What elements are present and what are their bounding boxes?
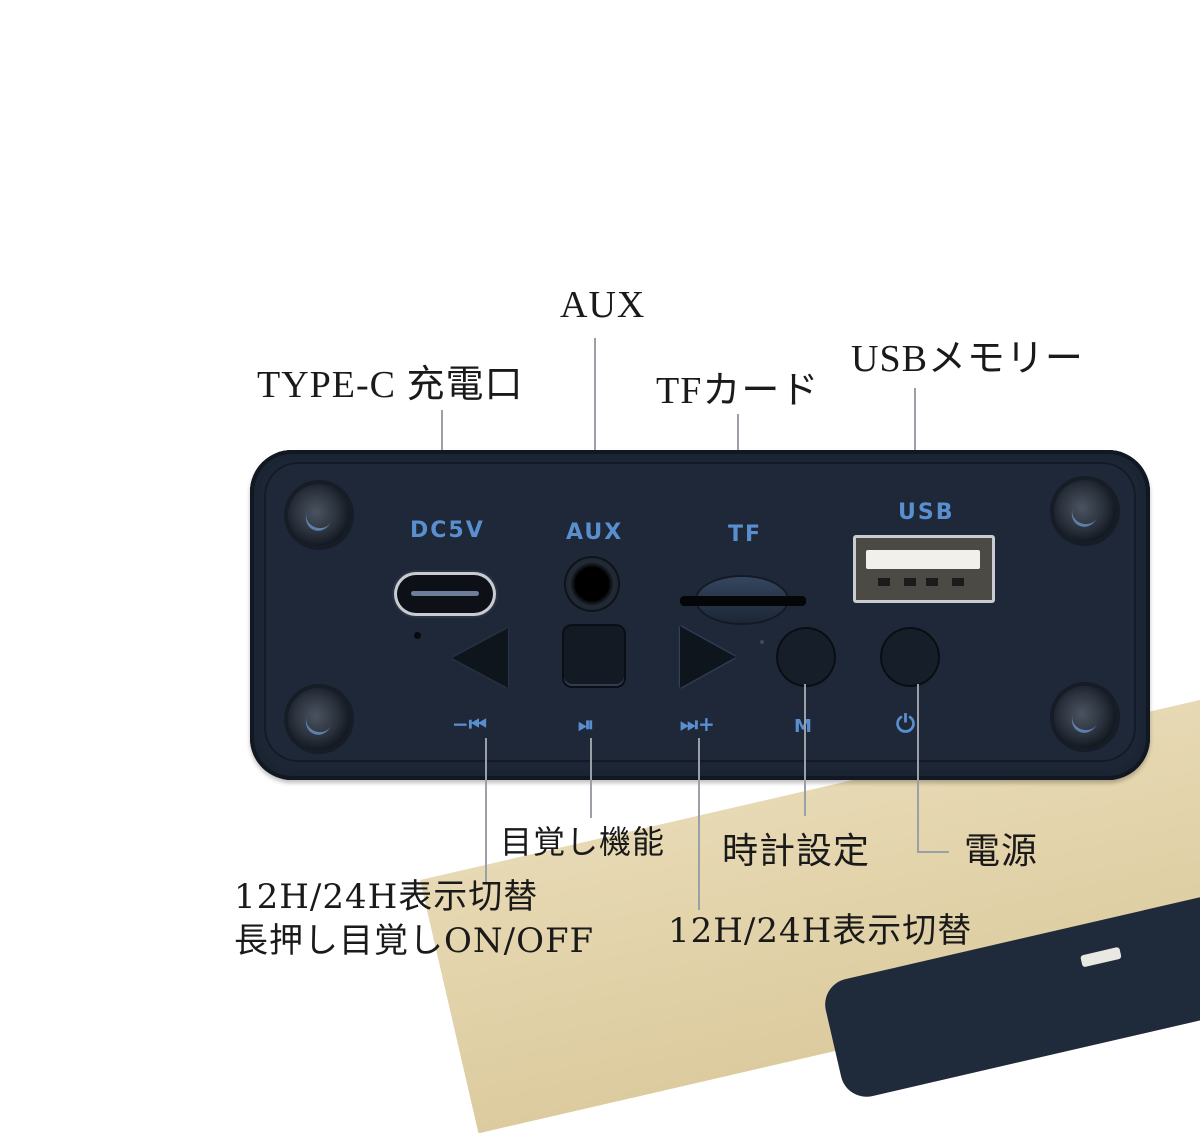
screw-icon <box>288 484 350 546</box>
aux-callout-line <box>594 338 596 514</box>
prev-long-press-alarm-toggle-callout-label: 長押し目覚しON/OFF <box>234 921 595 961</box>
next-callout-line <box>698 738 700 910</box>
screw-icon <box>1054 686 1116 748</box>
power-icon: ⏻ <box>896 710 915 738</box>
power-callout-line-horizontal <box>917 851 949 853</box>
dc5v-port-label: DC5V <box>410 518 485 543</box>
usb-a-port[interactable] <box>853 535 995 603</box>
mode-m-icon: M <box>794 716 812 737</box>
usb-port-label: USB <box>898 500 955 525</box>
usb-port-tongue <box>866 550 980 569</box>
usb-type-c-port[interactable] <box>397 575 493 613</box>
power-callout-label: 電源 <box>964 831 1039 872</box>
tf-card-slot[interactable] <box>680 596 806 606</box>
usb-pin <box>904 578 916 586</box>
next-12h-24h-toggle-callout-label: 12H/24H表示切替 <box>668 911 973 951</box>
screw-icon <box>288 688 350 750</box>
usb-memory-callout-label: USBメモリー <box>851 338 1084 380</box>
screw-icon <box>1054 480 1116 542</box>
mode-button[interactable] <box>778 629 834 685</box>
play-pause-callout-line <box>590 738 592 818</box>
usb-pin <box>952 578 964 586</box>
power-callout-line <box>917 684 919 852</box>
usb-pin <box>878 578 890 586</box>
prev-callout-line <box>485 738 487 884</box>
tf-card-callout-label: TFカード <box>656 370 820 412</box>
power-button[interactable] <box>882 629 938 685</box>
next-button[interactable] <box>680 626 736 688</box>
mode-callout-line <box>804 684 806 816</box>
microphone-hole <box>760 640 764 644</box>
play-pause-icon: ⏯ <box>578 712 594 736</box>
alarm-function-callout-label: 目覚し機能 <box>500 823 666 861</box>
next-plus-icon: ⏭+ <box>680 712 715 736</box>
aux-port-label: AUX <box>566 520 624 545</box>
indicator-led <box>414 632 421 639</box>
clock-setting-callout-label: 時計設定 <box>722 831 871 872</box>
aux-audio-jack[interactable] <box>566 558 618 610</box>
previous-minus-icon: −⏮ <box>452 712 487 736</box>
usb-pin <box>926 578 938 586</box>
mini-usb-port <box>1080 946 1122 968</box>
aux-callout-label: AUX <box>560 284 646 326</box>
type-c-charging-port-callout-label: TYPE-C 充電口 <box>257 364 524 406</box>
previous-button[interactable] <box>452 628 508 688</box>
rear-control-panel <box>250 450 1150 780</box>
tf-port-label: TF <box>728 522 763 547</box>
prev-12h-24h-toggle-callout-label: 12H/24H表示切替 <box>234 877 539 917</box>
play-pause-button[interactable] <box>564 626 624 686</box>
